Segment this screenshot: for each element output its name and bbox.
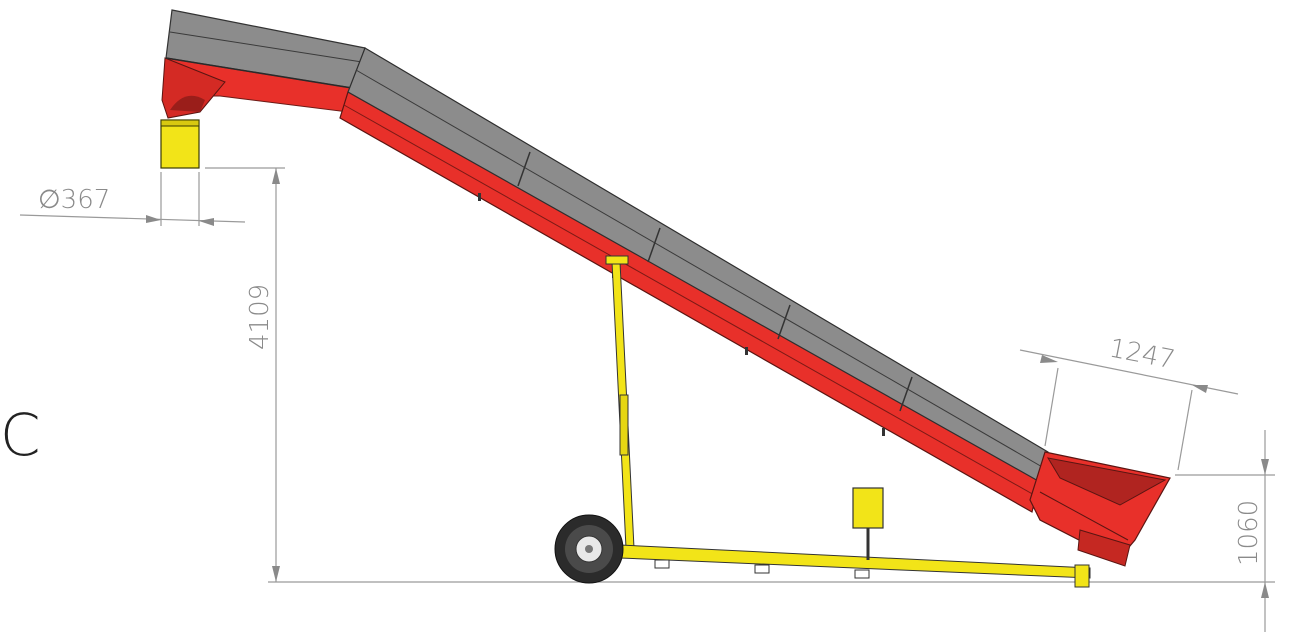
dim-diameter: ∅367 xyxy=(38,185,110,215)
dim-hopper-height: 1060 xyxy=(1234,500,1264,566)
conveyor xyxy=(160,9,1171,567)
outlet-cylinder xyxy=(160,119,200,169)
chassis xyxy=(554,255,1091,588)
view-label: C xyxy=(0,401,41,469)
chute-inner xyxy=(170,95,205,112)
incline-frame-red xyxy=(339,91,1041,513)
dim-height-outlet: 4109 xyxy=(245,284,275,350)
jack-stand xyxy=(852,487,884,529)
incline-cover-gray xyxy=(347,47,1049,483)
